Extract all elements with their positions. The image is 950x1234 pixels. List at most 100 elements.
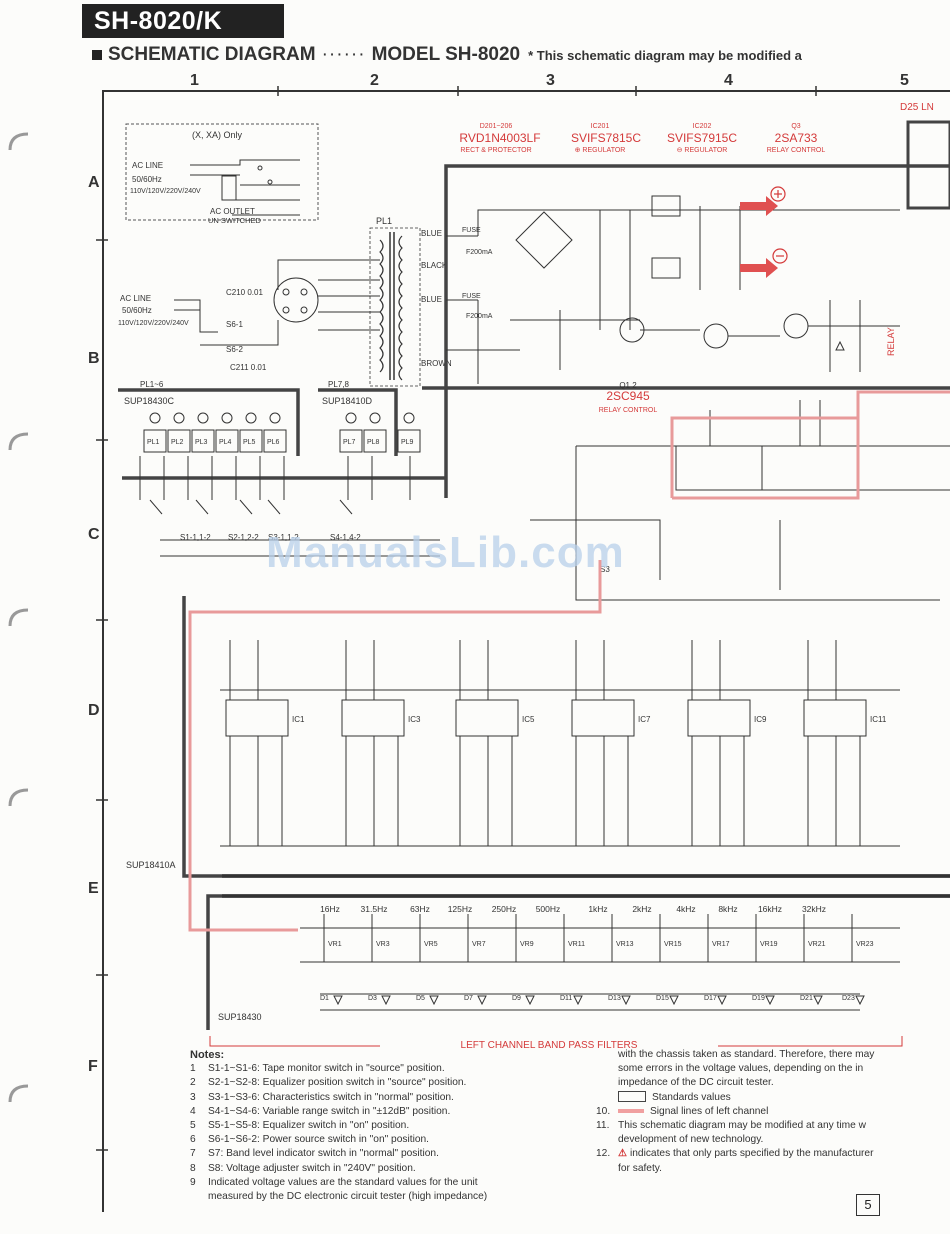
- fuse-2-label: FUSE: [462, 293, 481, 300]
- vr-label-13: VR13: [616, 941, 634, 948]
- ac-volts-label-2: 110V/120V/220V/240V: [118, 320, 189, 327]
- pl-item-8: PL8: [367, 439, 380, 446]
- band-8khz: 8kHz: [718, 904, 737, 914]
- grid-row-d: D: [88, 702, 100, 719]
- ac-freq-label-1: 50/60Hz: [132, 175, 162, 184]
- q12-ref: Q1 2: [619, 381, 637, 390]
- binder-hole-icon: [8, 608, 29, 627]
- power-transformer: [369, 227, 421, 387]
- filter-ic-7: IC7: [638, 715, 651, 724]
- note-item: measured by the DC electronic circuit te…: [208, 1191, 488, 1203]
- sup-label-3: SUP18410A: [126, 860, 176, 870]
- bpf-bracket: [209, 1036, 903, 1047]
- led-label-1: D1: [320, 995, 329, 1002]
- led-label-5: D5: [416, 995, 425, 1002]
- q3-desc: RELAY CONTROL: [767, 147, 826, 154]
- relay-label: RELAY: [886, 327, 896, 356]
- led-label-23: D23: [842, 995, 855, 1002]
- ic202-part: SVIFS7915C: [667, 131, 737, 145]
- led-label-17: D17: [704, 995, 717, 1002]
- vr-label-5: VR5: [424, 941, 438, 948]
- note-line: 10.Signal lines of left channel: [596, 1105, 769, 1117]
- fuse-2-value: F200mA: [466, 313, 493, 320]
- notes-heading: Notes:: [190, 1049, 225, 1061]
- vr-label-9: VR9: [520, 941, 534, 948]
- page-number: 5: [856, 1194, 880, 1216]
- grid-col-4: 4: [724, 72, 733, 89]
- band-63hz: 63Hz: [410, 904, 430, 914]
- q3-part: 2SA733: [775, 131, 818, 145]
- binder-hole-icon: [8, 1084, 29, 1103]
- s6-1-label: S6-1: [226, 320, 243, 329]
- grid-row-f: F: [88, 1058, 98, 1075]
- filter-ic-1: IC1: [292, 715, 305, 724]
- ic201-desc: ⊕ REGULATOR: [575, 147, 626, 154]
- vr-label-1: VR1: [328, 941, 342, 948]
- fuse-1-label: FUSE: [462, 227, 481, 234]
- band-125hz: 125Hz: [448, 904, 473, 914]
- band-250hz: 250Hz: [492, 904, 517, 914]
- band-500hz: 500Hz: [536, 904, 561, 914]
- band-1khz: 1kHz: [588, 904, 607, 914]
- pl-item-5: PL5: [243, 439, 256, 446]
- vr-label-21: VR21: [808, 941, 826, 948]
- switch-s3-label: S3-1,1-2: [268, 533, 299, 542]
- c211-label: C211 0.01: [230, 363, 267, 372]
- binder-hole-icon: [8, 788, 29, 807]
- grid-row-e: E: [88, 880, 99, 897]
- note-line: 11.This schematic diagram may be modifie…: [596, 1120, 866, 1132]
- dc-output-arrows: [740, 196, 778, 278]
- vr-label-3: VR3: [376, 941, 390, 948]
- ln-board: [906, 120, 950, 210]
- note-line: Standards values: [596, 1091, 950, 1105]
- binder-hole-icon: [8, 132, 29, 151]
- model-tag: SH-8020/K: [82, 4, 284, 38]
- switch-bus-wiring: [139, 456, 440, 557]
- grid-col-2: 2: [370, 72, 379, 89]
- ln-label: D25 LN: [900, 102, 934, 113]
- led-label-21: D21: [800, 995, 813, 1002]
- note-line: 12.⚠ indicates that only parts specified…: [596, 1148, 874, 1160]
- pl-item-2: PL2: [171, 439, 184, 446]
- switch-labels: S1-1,1-2 S2-1,2-2 S3-1,1-2 S4-1,4-2 S3: [180, 533, 610, 574]
- wire-brown-label: BROWN: [421, 359, 452, 368]
- band-16hz: 16Hz: [320, 904, 340, 914]
- sup-label-1: SUP18430C: [124, 396, 175, 406]
- export-box-title: (X, XA) Only: [192, 130, 243, 140]
- wire-black-label: BLACK: [421, 261, 448, 270]
- c210-label: C210 0.01: [226, 288, 263, 297]
- filter-ic-3: IC3: [408, 715, 421, 724]
- q12-desc: RELAY CONTROL: [599, 407, 658, 414]
- band-2khz: 2kHz: [632, 904, 651, 914]
- ac-volts-label-1: 110V/120V/220V/240V: [130, 188, 201, 195]
- wire-blue-label: BLUE: [421, 229, 442, 238]
- q12-part: 2SC945: [606, 389, 650, 403]
- bpf-caption: LEFT CHANNEL BAND PASS FILTERS: [460, 1040, 638, 1051]
- ac-outlet-label: AC OUTLET: [210, 207, 255, 216]
- ic202-desc: ⊖ REGULATOR: [677, 147, 728, 154]
- led-label-3: D3: [368, 995, 377, 1002]
- vr-label-15: VR15: [664, 941, 682, 948]
- switch-s3b-label: S3: [600, 565, 610, 574]
- model-text: MODEL SH-8020: [371, 44, 521, 65]
- filter-ic-5: IC5: [522, 715, 535, 724]
- band-4khz: 4kHz: [676, 904, 695, 914]
- vr-label-17: VR17: [712, 941, 730, 948]
- grid-col-3: 3: [546, 72, 555, 89]
- filter-ic-11: IC11: [870, 715, 887, 724]
- pl-item-9: PL9: [401, 439, 414, 446]
- relay-control-ic: [530, 400, 950, 601]
- vr-label-23: VR23: [856, 941, 874, 948]
- pilot-lamps: PL1 PL2 PL3 PL4 PL5 PL6 PL7 PL8 PL9: [143, 412, 421, 453]
- band-32khz: 32kHz: [802, 904, 826, 914]
- note-line: for safety.: [618, 1162, 662, 1174]
- wire-blue2-label: BLUE: [421, 295, 442, 304]
- component-parts: RVD1N4003LF SVIFS7815C SVIFS7915C 2SA733…: [459, 131, 817, 403]
